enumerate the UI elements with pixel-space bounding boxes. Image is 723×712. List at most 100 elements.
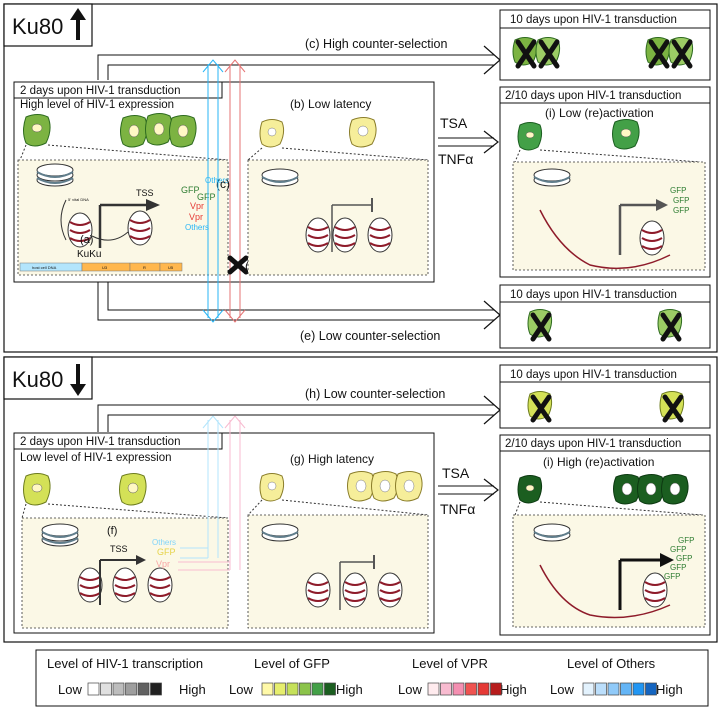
legend-swatch-gfp-5 bbox=[311, 682, 324, 696]
bottom-ku80-label: Ku80 bbox=[12, 367, 63, 392]
gfp-out-top-1: GFP bbox=[670, 186, 686, 195]
ku-complex-label: KuKu bbox=[77, 249, 101, 260]
tiny-u5-label: U5 bbox=[168, 265, 174, 270]
legend-low-gfp: Low bbox=[229, 682, 253, 697]
cells-high-expression bbox=[23, 113, 197, 148]
legend-low-vpr: Low bbox=[398, 682, 422, 697]
reactivated-nucleosomes-bottom bbox=[533, 523, 674, 619]
label-low-counter-selection: (e) Low counter-selection bbox=[300, 329, 440, 343]
label-a: (a) bbox=[80, 234, 93, 246]
label-high-counter-selection: (c) High counter-selection bbox=[305, 37, 447, 51]
main-subtitle-top: High level of HIV-1 expression bbox=[20, 99, 174, 111]
legend-high-gfp: High bbox=[336, 682, 363, 697]
others-label-top2: Others bbox=[185, 223, 209, 232]
block-x-icon bbox=[227, 255, 249, 275]
legend-high-vpr: High bbox=[500, 682, 527, 697]
legend-swatch-others-4 bbox=[620, 682, 632, 696]
box-reactivation-high-title: 2/10 days upon HIV-1 transduction bbox=[505, 438, 681, 450]
cells-latent-low bbox=[259, 117, 377, 148]
gfp-label-top2: GFP bbox=[197, 192, 216, 202]
arrow-low-counter-selection bbox=[97, 282, 494, 321]
gfp-out-bottom-2: GFP bbox=[670, 545, 686, 554]
legend-box bbox=[35, 649, 709, 707]
label-tsa-top: TSA bbox=[440, 115, 468, 131]
tiny-host-label: host cell DNA bbox=[32, 265, 57, 270]
dead-cells-group-low bbox=[527, 309, 683, 342]
arrow-low-counter-selection-bottom bbox=[97, 404, 494, 432]
main-title-bottom: 2 days upon HIV-1 transduction bbox=[20, 436, 180, 448]
legend-low-others: Low bbox=[550, 682, 574, 697]
gfp-label-top1: GFP bbox=[181, 185, 200, 195]
label-high-latency: (g) High latency bbox=[290, 452, 374, 466]
box-10days-low-title: 10 days upon HIV-1 transduction bbox=[510, 289, 677, 301]
legend-swatch-transcription-5 bbox=[137, 682, 150, 696]
tiny-r-label: R bbox=[143, 265, 146, 270]
label-low-latency: (b) Low latency bbox=[290, 97, 371, 111]
box-10days-high-title: 10 days upon HIV-1 transduction bbox=[510, 14, 677, 26]
dead-cells-group-bottom bbox=[527, 391, 685, 423]
legend-swatch-transcription-6 bbox=[150, 682, 162, 696]
legend-swatch-vpr-6 bbox=[490, 682, 502, 696]
legend-swatch-others-2 bbox=[595, 682, 607, 696]
gfp-out-bottom-4: GFP bbox=[670, 563, 686, 572]
label-tnf-top: TNFα bbox=[438, 151, 473, 167]
legend-swatch-transcription-1 bbox=[87, 682, 100, 696]
legend-title-gfp: Level of GFP bbox=[254, 656, 330, 671]
legend-high-transcription: High bbox=[179, 682, 206, 697]
export-arrows-bottom bbox=[178, 415, 246, 571]
label-high-reactivation: (i) High (re)activation bbox=[543, 455, 654, 469]
export-arrows-top bbox=[202, 59, 246, 323]
vpr-label-top1: Vpr bbox=[190, 201, 204, 211]
box-10days-bottom-title: 10 days upon HIV-1 transduction bbox=[510, 369, 677, 381]
dead-cells-group-high bbox=[512, 37, 694, 69]
cells-low-expression bbox=[23, 473, 147, 506]
arrow-high-counter-selection bbox=[97, 54, 494, 80]
gfp-out-bottom-5: GFP bbox=[664, 572, 680, 581]
tiny-5ltr-label: 5' vital DNA bbox=[68, 197, 89, 202]
legend-swatch-gfp-4 bbox=[299, 682, 311, 696]
vpr-label-bottom: Vpr bbox=[156, 559, 170, 569]
nucleosome-nuc0-top bbox=[67, 212, 93, 248]
box-reactivation-low-title: 2/10 days upon HIV-1 transduction bbox=[505, 90, 681, 102]
vpr-label-top2: Vpr bbox=[189, 212, 203, 222]
gfp-out-bottom-3: GFP bbox=[676, 554, 692, 563]
gfp-label-bottom: GFP bbox=[157, 547, 176, 557]
reactivated-nucleosomes-top bbox=[533, 168, 671, 270]
legend-low-transcription: Low bbox=[58, 682, 82, 697]
label-low-counter-selection-bottom: (h) Low counter-selection bbox=[305, 387, 445, 401]
latent-nucleosomes-top bbox=[261, 168, 393, 253]
legend-title-vpr: Level of VPR bbox=[412, 656, 488, 671]
gfp-out-top-2: GFP bbox=[673, 196, 689, 205]
tiny-u3-label: U3 bbox=[102, 265, 108, 270]
legend-swatch-transcription-4 bbox=[125, 682, 137, 696]
legend-swatches bbox=[87, 682, 657, 696]
up-arrow-icon bbox=[70, 8, 86, 40]
gfp-out-bottom-1: GFP bbox=[678, 536, 694, 545]
legend-swatch-vpr-1 bbox=[427, 682, 440, 696]
cells-reactivated-low bbox=[517, 119, 640, 151]
legend-swatch-vpr-3 bbox=[452, 682, 465, 696]
legend-swatch-gfp-2 bbox=[274, 682, 286, 696]
latent-nucleosomes-bottom bbox=[261, 523, 403, 610]
cells-latent-high bbox=[259, 471, 423, 502]
label-f: (f) bbox=[107, 525, 117, 537]
label-tnf-bottom: TNFα bbox=[440, 501, 475, 517]
tss-label-bottom: TSS bbox=[110, 544, 128, 554]
legend-swatch-vpr-2 bbox=[440, 682, 452, 696]
legend-swatch-gfp-3 bbox=[286, 682, 299, 696]
legend-swatch-gfp-1 bbox=[261, 682, 274, 696]
top-ku80-label: Ku80 bbox=[12, 14, 63, 39]
legend-swatch-transcription-3 bbox=[112, 682, 125, 696]
label-c: (c) bbox=[216, 177, 230, 191]
nucleosomes-low-expression bbox=[41, 523, 173, 605]
legend-high-others: High bbox=[656, 682, 683, 697]
legend-swatch-others-3 bbox=[607, 682, 620, 696]
legend-title-transcription: Level of HIV-1 transcription bbox=[47, 656, 203, 671]
legend-swatch-vpr-5 bbox=[477, 682, 490, 696]
legend-swatch-gfp-6 bbox=[324, 682, 336, 696]
legend-swatch-others-5 bbox=[632, 682, 645, 696]
tss-arrow-top bbox=[98, 199, 160, 248]
genome-strip bbox=[19, 262, 183, 272]
main-title-top: 2 days upon HIV-1 transduction bbox=[20, 85, 180, 97]
